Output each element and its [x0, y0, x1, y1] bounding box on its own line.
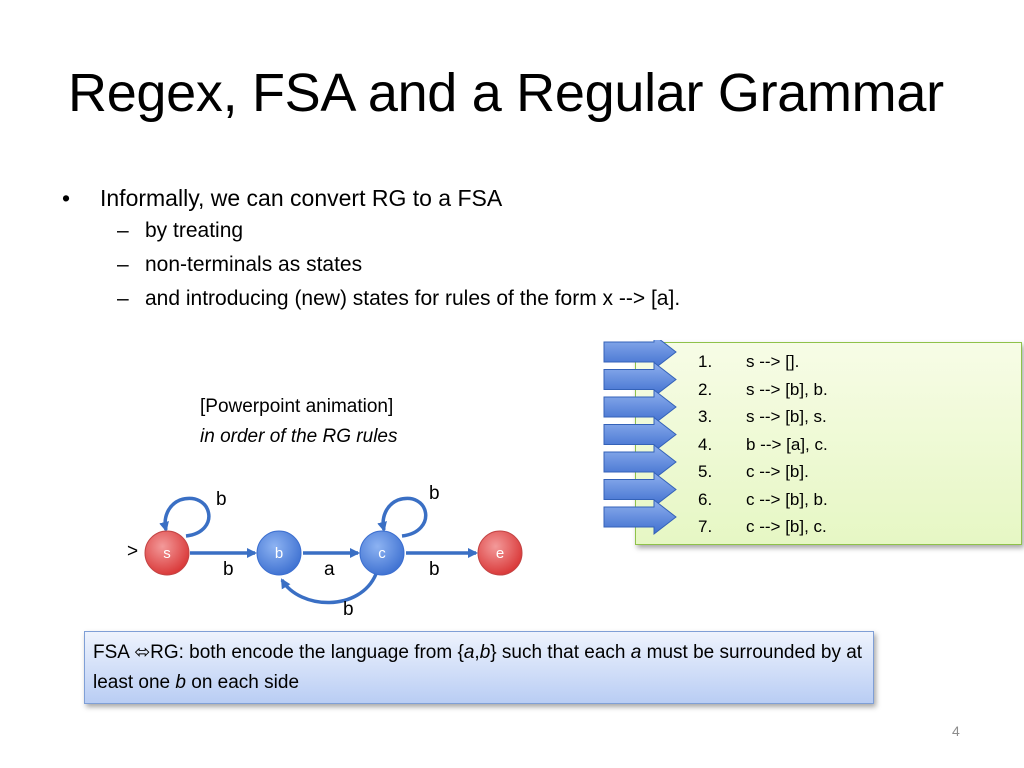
edge-s-loop: [159, 496, 211, 538]
rule-item-2: 2. s --> [b], b.: [698, 376, 828, 404]
animation-note-line2: in order of the RG rules: [200, 426, 398, 447]
rule-arrow-icon: [603, 340, 677, 371]
rule-arrow-icon: [603, 361, 677, 398]
summary-box: FSA ⬄RG: both encode the language from {…: [84, 631, 874, 704]
state-e-node: [477, 530, 523, 576]
edge-c-to-b: [280, 573, 378, 605]
sub-bullet-text: non-terminals as states: [145, 253, 363, 276]
state-c-node: [359, 530, 405, 576]
rule-number: 4.: [698, 434, 713, 454]
sub-bullet-dash: –: [117, 219, 129, 242]
equivalence-arrow-icon: ⬄: [134, 642, 151, 663]
edge-label-b-to-c: a: [324, 559, 335, 580]
rule-text: b --> [a], c.: [746, 434, 828, 454]
edge-label-c-loop: b: [429, 483, 440, 504]
page-number: 4: [952, 723, 960, 739]
rule-arrows: [603, 340, 677, 536]
rule-number: 1.: [698, 352, 713, 371]
rule-number: 2.: [698, 379, 713, 399]
sub-bullet-text: and introducing (new) states for rules o…: [145, 287, 681, 310]
bullet-list: • Informally, we can convert RG to a FSA…: [62, 182, 680, 316]
rule-item-4: 4. b --> [a], c.: [698, 431, 828, 459]
rule-number: 3.: [698, 407, 713, 426]
rule-arrow-icon: [603, 471, 677, 508]
sub-bullet-1: – by treating: [62, 214, 680, 248]
state-b-node: [256, 530, 302, 576]
sub-bullet-dash: –: [117, 287, 129, 310]
animation-note-line1: [Powerpoint animation]: [200, 396, 394, 417]
edge-label-s-to-b: b: [223, 559, 234, 580]
edge-label-s-loop: b: [216, 489, 227, 510]
edge-label-c-to-e: b: [429, 559, 440, 580]
rule-item-3: 3. s --> [b], s.: [698, 403, 828, 431]
bullet-main: • Informally, we can convert RG to a FSA: [62, 182, 680, 214]
sub-bullet-text: by treating: [145, 219, 244, 242]
rules-box: [635, 342, 1022, 545]
summary-text: on each side: [185, 672, 300, 693]
rule-item-1: 1. s --> [].: [698, 348, 828, 376]
sub-bullet-dash: –: [117, 253, 129, 276]
bullet-main-text: Informally, we can convert RG to a FSA: [100, 185, 503, 211]
rule-number: 5.: [698, 462, 713, 481]
rule-text: s --> [b], b.: [746, 379, 828, 399]
summary-text: RG: both encode the language from {: [150, 642, 464, 663]
slide-title: Regex, FSA and a Regular Grammar: [68, 63, 944, 123]
rule-arrow-icon: [603, 388, 677, 426]
summary-text: FSA: [93, 642, 135, 663]
summary-italic: a: [630, 642, 642, 663]
state-b-label: b: [275, 545, 283, 562]
summary-italic: b: [175, 672, 186, 693]
rule-text: s --> [b], s.: [746, 407, 827, 426]
rule-arrow-icon: [603, 443, 677, 481]
rule-text: c --> [b], b.: [746, 489, 828, 509]
rule-text: c --> [b].: [746, 462, 809, 481]
summary-text: must be surrounded by at least one: [93, 642, 863, 693]
rule-item-6: 6. c --> [b], b.: [698, 486, 828, 514]
rule-arrow-icon: [603, 416, 677, 453]
animation-note: [Powerpoint animation] in order of the R…: [200, 392, 397, 452]
summary-italic: a: [463, 642, 475, 663]
rule-item-5: 5. c --> [b].: [698, 458, 828, 486]
rule-item-7: 7. c --> [b], c.: [698, 513, 828, 541]
rule-arrow-icon: [603, 498, 677, 536]
state-c-label: c: [378, 545, 386, 562]
state-s-label: s: [163, 545, 171, 562]
rule-text: c --> [b], c.: [746, 517, 827, 536]
summary-text: } such that each: [490, 642, 631, 663]
sub-bullet-2: – non-terminals as states: [62, 248, 680, 282]
sub-bullet-3: – and introducing (new) states for rules…: [62, 282, 680, 316]
summary-text: ,: [474, 642, 480, 663]
rule-text: s --> [].: [746, 352, 800, 371]
start-marker: >: [127, 541, 138, 562]
rule-number: 7.: [698, 517, 713, 536]
state-e-label: e: [496, 545, 504, 562]
rule-number: 6.: [698, 489, 713, 509]
edge-label-c-to-b: b: [343, 599, 354, 620]
summary-italic: b: [479, 642, 491, 663]
bullet-dot: •: [62, 185, 71, 211]
rules-list: 1. s --> []. 2. s --> [b], b. 3. s --> [b],…: [698, 348, 828, 541]
state-s-node: [144, 530, 190, 576]
edge-c-loop: [377, 496, 428, 538]
